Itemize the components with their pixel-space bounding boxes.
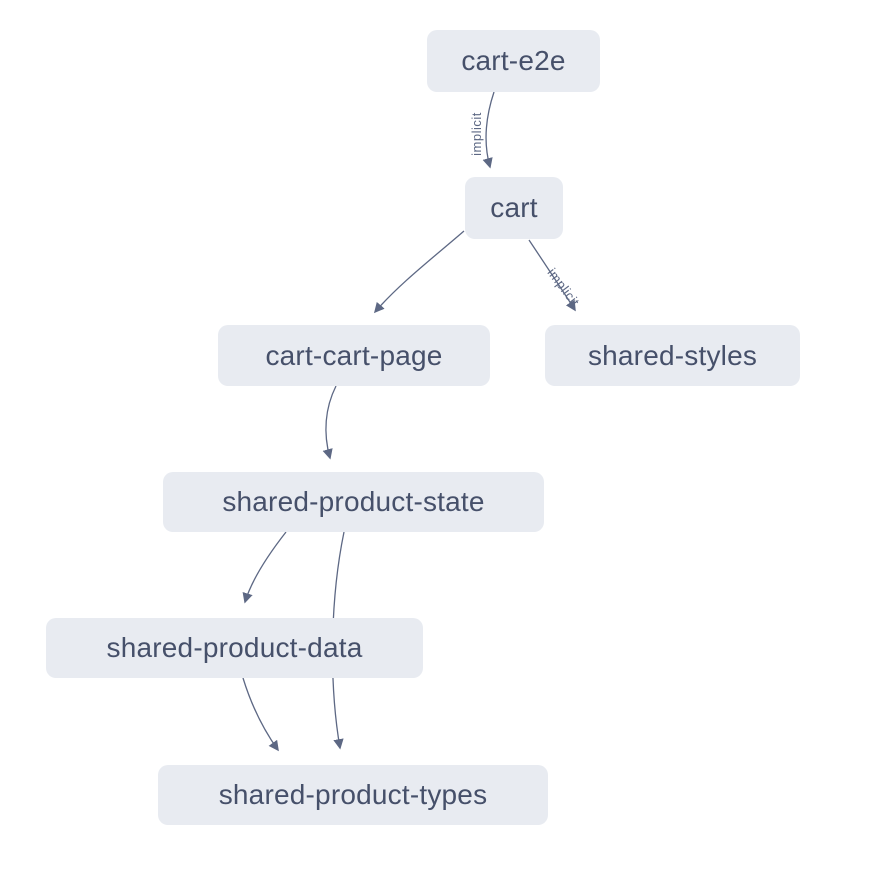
- node-label-cart-cart-page: cart-cart-page: [265, 339, 443, 371]
- node-label-shared-product-types: shared-product-types: [218, 779, 488, 810]
- edge-cart-to-cart-cart-page: [373, 230, 465, 314]
- edge-cart-e2e-to-cart: [482, 91, 495, 169]
- node-cart[interactable]: cart: [465, 177, 563, 239]
- edge-label-implicit-cart-e2e-cart: implicit: [469, 112, 484, 156]
- node-shared-product-data[interactable]: shared-product-data: [46, 618, 423, 678]
- node-label-cart-e2e: cart-e2e: [461, 45, 566, 76]
- node-shared-product-types[interactable]: shared-product-types: [158, 765, 548, 825]
- node-cart-e2e[interactable]: cart-e2e: [427, 30, 600, 92]
- node-cart-cart-page[interactable]: cart-cart-page: [218, 325, 490, 386]
- node-label-shared-styles: shared-styles: [587, 339, 758, 371]
- edge-label-implicit-cart-shared-styles: implicit: [544, 265, 582, 309]
- edge-shared-product-state-to-shared-product-data: [242, 531, 287, 604]
- node-shared-product-state[interactable]: shared-product-state: [163, 472, 544, 532]
- edge-cart-to-shared-styles: [528, 239, 576, 312]
- node-label-shared-product-state: shared-product-state: [222, 486, 485, 517]
- node-label-shared-product-data: shared-product-data: [106, 632, 363, 663]
- node-shared-styles[interactable]: shared-styles: [545, 325, 800, 386]
- node-label-cart: cart: [490, 192, 538, 223]
- edge-shared-product-data-to-shared-product-types: [242, 677, 279, 752]
- edge-cart-cart-page-to-shared-product-state: [322, 385, 337, 460]
